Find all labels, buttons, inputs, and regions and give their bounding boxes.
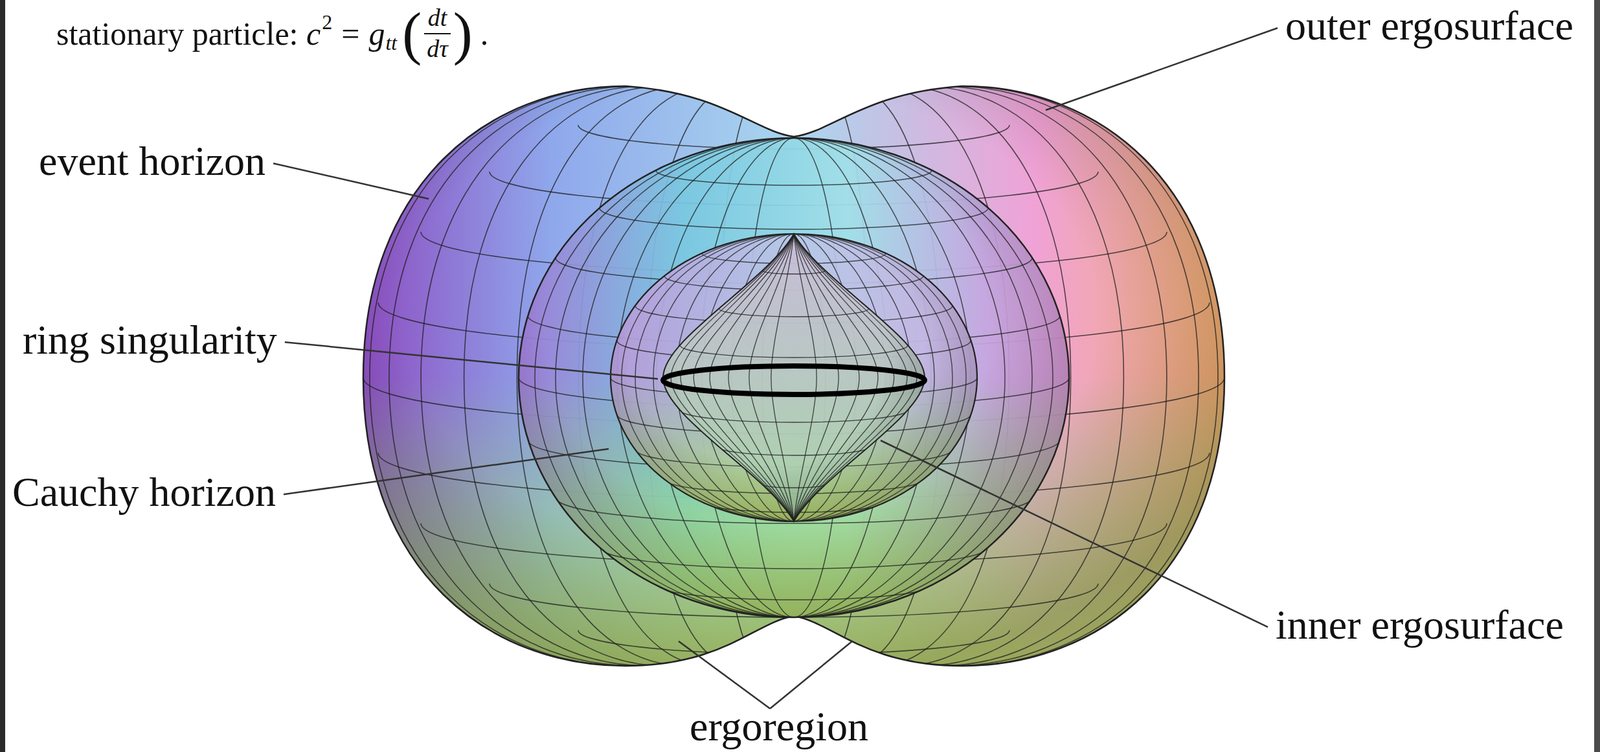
outer-ergosurface bbox=[363, 86, 1225, 666]
ergosurface-shade bbox=[363, 86, 1225, 666]
cauchy-horizon bbox=[610, 233, 978, 522]
mesh-meridian bbox=[728, 233, 860, 522]
ergosurface-outline bbox=[363, 86, 1225, 666]
fraction: dt dτ bbox=[424, 4, 451, 63]
equation-caption: stationary particle: bbox=[56, 17, 298, 50]
horizon-shade bbox=[518, 137, 1070, 618]
period: . bbox=[480, 17, 489, 50]
parenthesis: ) bbox=[453, 4, 473, 63]
surface-label: Cauchy horizon bbox=[12, 471, 276, 513]
horizon-outline bbox=[518, 137, 1070, 618]
mesh-meridian bbox=[680, 233, 908, 522]
mesh-meridian bbox=[656, 137, 932, 618]
ergosurface-fill bbox=[363, 86, 1225, 666]
leader-lines bbox=[273, 27, 1278, 709]
surface-label: outer ergosurface bbox=[1285, 5, 1574, 47]
leader-line bbox=[284, 341, 658, 379]
mesh-meridian bbox=[749, 233, 839, 522]
horizon-outline bbox=[610, 233, 978, 522]
mesh-lines bbox=[610, 233, 978, 522]
fraction-numerator: dt bbox=[424, 4, 451, 32]
mesh-meridian bbox=[617, 137, 971, 618]
horizon-fill bbox=[518, 137, 1070, 618]
frame-edge bbox=[1594, 0, 1600, 752]
horizon-shade bbox=[610, 233, 978, 522]
equation-symbol: g bbox=[368, 17, 385, 50]
leader-line bbox=[1045, 27, 1278, 111]
mesh-parallel bbox=[518, 170, 1070, 600]
fraction-denominator: dτ bbox=[424, 35, 451, 63]
leader-line bbox=[769, 641, 853, 709]
subscript: tt bbox=[385, 32, 397, 54]
equation-symbol: c bbox=[306, 17, 321, 50]
surface-label: ring singularity bbox=[22, 319, 278, 361]
mesh-meridian bbox=[693, 233, 894, 522]
mesh-meridian bbox=[670, 233, 917, 522]
leader-line bbox=[880, 440, 1268, 627]
black-hole-surfaces bbox=[363, 86, 1225, 666]
mesh-meridian bbox=[621, 233, 967, 522]
mesh-lines bbox=[670, 233, 917, 522]
equation: c2 =gtt(dt dτ). bbox=[306, 4, 489, 63]
mesh-meridian bbox=[420, 86, 1167, 666]
mesh-meridian bbox=[555, 137, 1033, 618]
mesh-parallel bbox=[679, 270, 908, 488]
mesh-lines bbox=[363, 86, 1225, 666]
region-label: ergoregion bbox=[689, 705, 869, 748]
surface-label: event horizon bbox=[38, 140, 266, 182]
mesh-meridian bbox=[516, 86, 1071, 666]
mesh-meridian bbox=[709, 233, 879, 522]
spindle-fill bbox=[663, 233, 925, 522]
event-horizon bbox=[518, 137, 1070, 618]
inner-ergosurface bbox=[663, 233, 925, 522]
mesh-meridian bbox=[771, 233, 817, 522]
parenthesis: ( bbox=[402, 4, 422, 63]
superscript: 2 bbox=[321, 11, 333, 33]
mesh-lines bbox=[518, 137, 1070, 618]
mesh-parallel bbox=[363, 124, 1225, 654]
surface-label: inner ergosurface bbox=[1275, 604, 1564, 646]
equals-sign: = bbox=[341, 17, 360, 50]
leader-line bbox=[273, 163, 429, 199]
leader-line bbox=[283, 448, 609, 495]
mesh-meridian bbox=[534, 137, 1053, 618]
mesh-meridian bbox=[389, 86, 1199, 666]
ring-singularity bbox=[663, 365, 925, 395]
frame-edge bbox=[0, 0, 6, 752]
horizon-fill bbox=[610, 233, 978, 522]
fraction-bar bbox=[424, 33, 451, 35]
mesh-meridian bbox=[635, 233, 953, 522]
horizon-shade bbox=[518, 137, 1070, 618]
spindle-shade bbox=[663, 233, 925, 522]
spindle-outline bbox=[663, 233, 925, 522]
horizon-shade bbox=[610, 233, 978, 522]
mesh-meridian bbox=[369, 86, 1218, 666]
mesh-meridian bbox=[464, 86, 1125, 666]
mesh-meridian bbox=[653, 233, 935, 522]
ergosurface-shade bbox=[363, 86, 1225, 666]
leader-line bbox=[678, 641, 770, 709]
